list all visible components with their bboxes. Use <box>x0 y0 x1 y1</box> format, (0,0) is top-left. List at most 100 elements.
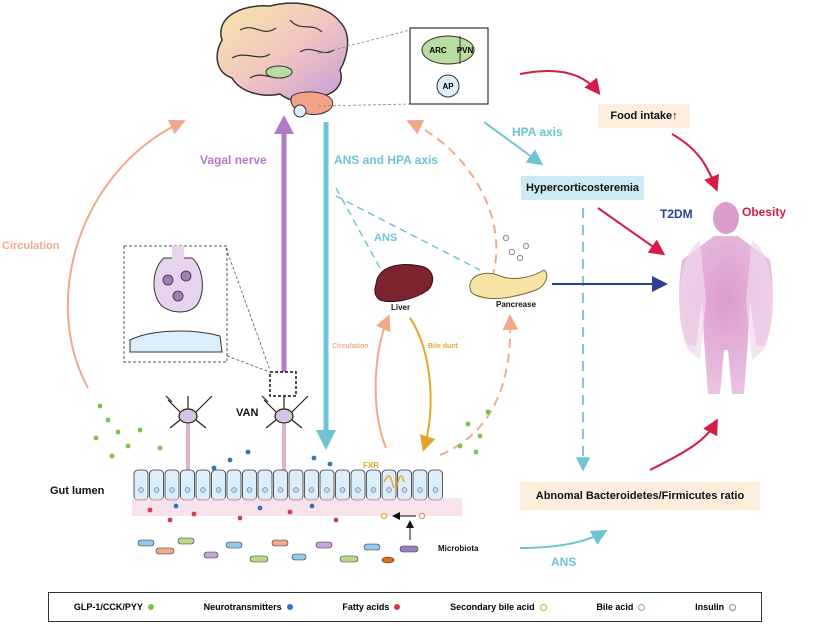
gut-cell <box>304 469 319 501</box>
gut-cell <box>180 469 195 501</box>
gut-cell <box>242 469 257 501</box>
legend-marker <box>147 604 154 610</box>
molecule-dot <box>167 517 173 523</box>
legend-item: Fatty acids <box>342 602 401 612</box>
microbiota-label: Microbiota <box>438 544 479 553</box>
hypercorticosteremia-box: Hypercorticosteremia <box>521 176 644 200</box>
molecule-dot <box>227 457 233 463</box>
legend-label: Secondary bile acid <box>450 602 535 612</box>
signaling-molecules <box>93 403 491 523</box>
t2dm-label: T2DM <box>660 207 693 221</box>
gut-cell-nucleus <box>308 487 315 493</box>
food-intake-box: Food intake↑ <box>598 104 690 128</box>
molecule-dot <box>105 417 111 423</box>
molecule-dot <box>137 427 143 433</box>
pancrease-label: Pancrease <box>496 300 537 309</box>
legend-item: Secondary bile acid <box>450 602 547 612</box>
molecule-dot <box>333 517 339 523</box>
molecule-dot <box>473 449 479 455</box>
bile-duct-label: Bile duct <box>428 343 458 350</box>
molecule-dot <box>97 403 103 409</box>
ratio-body-arrow <box>649 418 718 471</box>
molecule-dot <box>257 505 263 511</box>
molecule-dot <box>485 409 491 415</box>
obesity-label: Obesity <box>742 205 787 219</box>
gut-cell <box>211 469 226 501</box>
gut-cell-nucleus <box>169 487 175 493</box>
gut-cell <box>133 469 149 501</box>
gut-cell-nucleus <box>231 487 237 493</box>
pvn-label: PVN <box>457 46 474 55</box>
gut-cell <box>288 469 304 501</box>
gut-cell <box>257 469 273 501</box>
gut-cell-nucleus <box>432 487 439 493</box>
van-label: VAN <box>236 407 259 419</box>
gut-cell <box>366 469 381 501</box>
circulation-small-label: Circulation <box>332 343 369 350</box>
gut-cell-nucleus <box>370 487 377 493</box>
ap-label: AP <box>442 82 454 91</box>
legend-item: Insulin <box>695 602 737 612</box>
legend-marker <box>394 604 401 610</box>
gut-pancreas-dashed-arrow <box>439 314 519 456</box>
molecule-dot <box>211 465 217 471</box>
liver-label: Liver <box>391 303 411 312</box>
legend-label: Fatty acids <box>342 602 390 612</box>
ans-pancreas-dashed <box>335 195 481 271</box>
gut-cell-nucleus <box>184 487 191 493</box>
legend-label: Insulin <box>695 602 725 612</box>
food-intake-obesity-arrow <box>671 133 719 192</box>
molecule-dot <box>173 503 179 509</box>
molecule-dot <box>311 455 317 461</box>
legend-label: Neurotransmitters <box>203 602 282 612</box>
ans-liver-dashed <box>335 187 381 269</box>
gut-cell <box>226 469 242 501</box>
ans-mid-label: ANS <box>374 232 398 244</box>
molecule-dot <box>457 443 463 449</box>
gut-cell-nucleus <box>324 487 330 493</box>
gut-cell-nucleus <box>153 487 160 493</box>
gut-cell <box>428 469 443 501</box>
gut-cell <box>397 469 412 501</box>
vagal-nerve-label: Vagal nerve <box>200 153 267 167</box>
gut-cell-nucleus <box>355 487 361 493</box>
gut-lamina <box>132 498 462 516</box>
van-zoom-box <box>269 371 297 397</box>
legend-marker <box>539 603 547 611</box>
legend-marker <box>286 604 293 610</box>
food-intake-label: Food intake↑ <box>610 110 678 122</box>
microbiota-cluster <box>137 537 419 564</box>
molecule-dot <box>125 443 131 449</box>
molecule-dot <box>287 509 293 515</box>
legend-label: Bile acid <box>596 602 634 612</box>
arc-label: ARC <box>429 46 447 55</box>
gut-cell <box>319 469 335 501</box>
molecule-dot <box>115 429 121 435</box>
gut-cell-nucleus <box>246 487 253 493</box>
circulation-arrow-left <box>66 119 186 389</box>
legend-item: Bile acid <box>596 602 646 612</box>
hpa-axis-arrow <box>483 121 544 166</box>
human-body-illustration <box>679 202 773 394</box>
gut-liver-circulation-arrow <box>374 314 391 449</box>
hyper-body-arrow <box>597 207 666 256</box>
ratio-box: Abnomal Bacteroidetes/Firmicutes ratio <box>520 482 760 510</box>
bile-duct-arrow <box>409 317 436 452</box>
gut-cell-nucleus <box>277 487 284 493</box>
gut-cell <box>273 469 288 501</box>
molecule-dot <box>191 511 197 517</box>
gut-epithelium <box>133 469 443 501</box>
circulation-left-label: Circulation <box>2 240 60 252</box>
gut-cell-nucleus <box>262 487 268 493</box>
gut-cell <box>335 469 350 501</box>
gut-cell <box>350 469 366 501</box>
ans-hpa-axis-label: ANS and HPA axis <box>334 153 439 167</box>
molecule-dot <box>465 421 471 427</box>
molecule-dot <box>245 449 251 455</box>
neuron-right <box>261 395 309 470</box>
brain-illustration <box>216 2 349 118</box>
gut-cell <box>195 469 211 501</box>
hypercorticosteremia-label: Hypercorticosteremia <box>525 182 640 194</box>
